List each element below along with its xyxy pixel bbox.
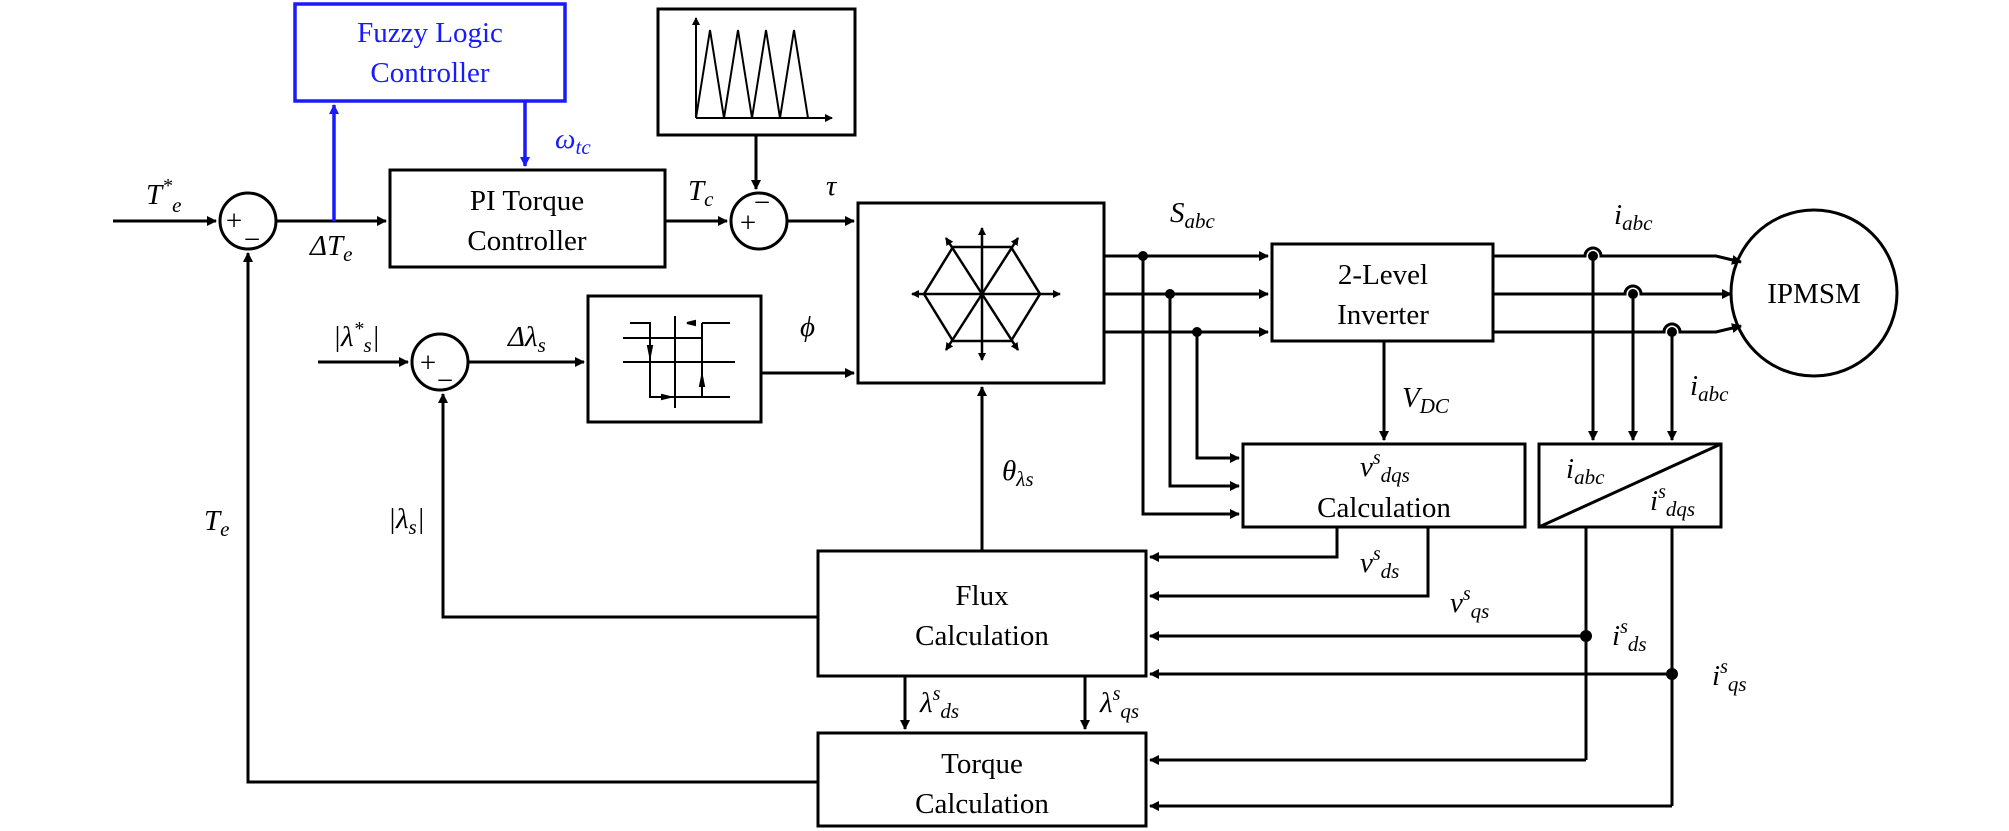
label-v-ds: vsds (1360, 543, 1399, 583)
torque-calculation-block (816, 731, 1148, 828)
abc-dq-transform-block (1537, 442, 1723, 529)
label-iabc-top: iabc (1614, 199, 1653, 235)
sum-flux-plus: + (420, 347, 436, 379)
label-torque-feedback: Te (204, 505, 229, 541)
label-vdc: VDC (1402, 382, 1450, 418)
flc-label-line1: Fuzzy Logic (357, 17, 503, 49)
label-torque-error: ΔTe (309, 230, 352, 266)
label-phi: ϕ (800, 311, 815, 343)
hysteresis-icon (623, 316, 735, 408)
sum-tau-minus: − (754, 187, 770, 219)
torque-label-line2: Calculation (915, 788, 1049, 820)
flc-label-line2: Controller (370, 57, 490, 89)
label-tc: Tc (688, 175, 714, 211)
hysteresis-block (586, 294, 763, 424)
label-sabc: Sabc (1170, 197, 1216, 233)
label-transform-output: isdqs (1650, 481, 1695, 521)
inverter-label-line1: 2-Level (1338, 259, 1428, 291)
triangle-generator-block (656, 7, 857, 137)
sum-tau-plus: + (740, 207, 756, 239)
flux-calculation-block (816, 549, 1148, 678)
label-flux-feedback: |λs| (388, 503, 425, 539)
label-vdqs-block: vsdqs (1360, 447, 1410, 487)
pi-controller-block (388, 168, 667, 269)
label-i-ds: isds (1612, 616, 1647, 656)
label-transform-input: iabc (1566, 453, 1605, 489)
motor-label: IPMSM (1767, 278, 1861, 310)
vdqs-calculation-block (1241, 442, 1527, 529)
inverter-label-line2: Inverter (1337, 299, 1429, 331)
fuzzy-logic-controller-block (293, 2, 567, 103)
sum-torque-minus: − (244, 224, 260, 256)
label-omega-tc: ωtc (555, 123, 591, 159)
vdqs-calc-label: Calculation (1317, 492, 1451, 524)
label-theta: θλs (1002, 455, 1034, 491)
sum-torque-plus: + (226, 205, 242, 237)
pi-label-line2: Controller (467, 225, 587, 257)
voltage-vector-hexagon-icon (911, 227, 1061, 361)
label-lambda-ds: λsds (919, 683, 959, 723)
flux-label-line1: Flux (955, 580, 1009, 612)
label-flux-error: Δλs (507, 321, 546, 357)
flux-label-line2: Calculation (915, 620, 1049, 652)
torque-label-line1: Torque (941, 748, 1023, 780)
label-tau: τ (826, 170, 838, 202)
sum-flux-minus: − (437, 365, 453, 397)
triangle-wave-icon (692, 17, 833, 122)
label-iabc-middle: iabc (1690, 370, 1729, 406)
label-lambda-qs: λsqs (1099, 683, 1139, 723)
label-flux-reference: |λ*s| (333, 318, 380, 357)
label-v-qs: vsqs (1450, 583, 1489, 623)
label-i-qs: isqs (1712, 656, 1747, 696)
pi-label-line1: PI Torque (470, 185, 584, 217)
label-torque-reference: T*e (146, 175, 181, 217)
